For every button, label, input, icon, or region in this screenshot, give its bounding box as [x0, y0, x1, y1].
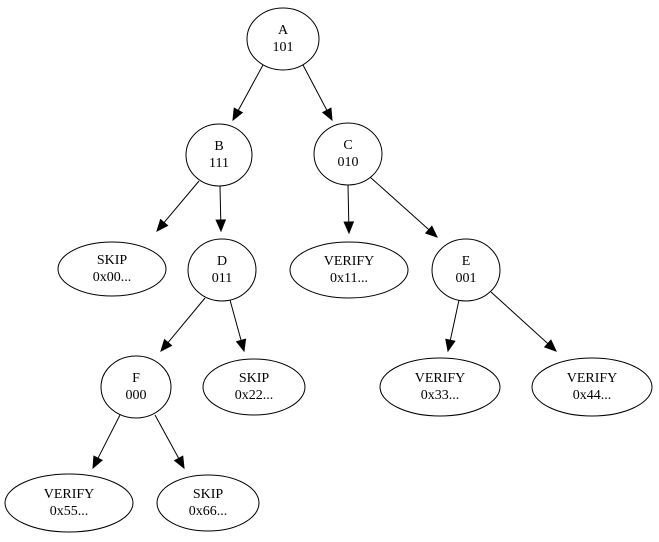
node-s2[interactable]: SKIP 0x22... [202, 358, 306, 416]
node-label-secondary: 101 [273, 40, 294, 55]
node-label-secondary: 0x44... [573, 388, 612, 403]
node-label-secondary: 0x55... [50, 504, 89, 519]
edge-e-to-v4 [490, 291, 557, 352]
node-v5[interactable]: VERIFY 0x55... [4, 473, 134, 533]
edge-b-to-d [215, 185, 227, 233]
edge-line [302, 64, 328, 111]
edge-b-to-s0 [156, 180, 200, 232]
node-label-secondary: 111 [209, 156, 229, 171]
node-label-secondary: 000 [126, 388, 147, 403]
edges-layer [92, 64, 557, 470]
node-label-primary: D [217, 254, 227, 269]
edge-d-to-s2 [229, 299, 247, 353]
edge-line [163, 180, 200, 223]
arrowhead-icon [445, 338, 456, 353]
node-label-secondary: 0x33... [421, 388, 460, 403]
edge-a-to-c [302, 64, 333, 122]
arrowhead-icon [156, 218, 169, 232]
node-v1[interactable]: VERIFY 0x11... [289, 241, 409, 299]
edge-d-to-f [160, 297, 206, 352]
node-label-primary: VERIFY [567, 371, 618, 386]
node-label-primary: A [278, 23, 289, 38]
edge-c-to-v1 [343, 184, 355, 235]
edge-line [369, 176, 430, 231]
edge-line [154, 414, 180, 459]
arrowhead-icon [232, 107, 244, 122]
arrowhead-icon [424, 225, 438, 238]
node-s0[interactable]: SKIP 0x00... [57, 241, 167, 297]
arrowhead-icon [321, 107, 333, 122]
edge-line [219, 185, 222, 221]
arrowhead-icon [235, 338, 247, 353]
arrowhead-icon [543, 339, 557, 352]
node-label-primary: VERIFY [324, 254, 375, 269]
node-shape-circle [313, 122, 383, 186]
node-s6[interactable]: SKIP 0x66... [156, 474, 260, 532]
node-label-secondary: 0x22... [235, 388, 274, 403]
node-label-secondary: 010 [338, 155, 359, 170]
node-label-primary: VERIFY [415, 371, 466, 386]
node-label-secondary: 0x11... [330, 271, 368, 286]
node-e[interactable]: E 001 [431, 238, 501, 302]
node-v3[interactable]: VERIFY 0x33... [379, 357, 501, 417]
edge-line [490, 291, 549, 344]
node-f[interactable]: F 000 [100, 355, 172, 419]
edge-f-to-v5 [92, 414, 121, 470]
edge-e-to-v3 [445, 299, 460, 353]
arrowhead-icon [173, 455, 185, 470]
edge-line [347, 184, 350, 223]
node-shape-ellipse [531, 357, 653, 417]
node-v4[interactable]: VERIFY 0x44... [531, 357, 653, 417]
node-label-primary: SKIP [239, 371, 270, 386]
node-b[interactable]: B 111 [185, 123, 253, 187]
node-label-primary: C [343, 138, 352, 153]
node-label-secondary: 0x00... [93, 270, 132, 285]
node-label-primary: B [214, 139, 223, 154]
node-shape-ellipse [57, 241, 167, 297]
node-a[interactable]: A 101 [246, 7, 320, 71]
nodes-layer: A101B111C010SKIP0x00...D011VERIFY0x11...… [4, 7, 653, 533]
node-label-primary: VERIFY [44, 487, 95, 502]
edge-line [449, 299, 460, 341]
node-shape-circle [246, 7, 320, 71]
node-label-secondary: 001 [456, 271, 477, 286]
node-label-primary: E [462, 254, 471, 269]
arrowhead-icon [215, 219, 227, 233]
node-label-secondary: 011 [212, 271, 232, 286]
node-shape-circle [431, 238, 501, 302]
node-shape-ellipse [289, 241, 409, 299]
node-shape-ellipse [4, 473, 134, 533]
edge-line [237, 64, 264, 111]
edge-c-to-e [369, 176, 438, 238]
node-shape-circle [187, 238, 257, 302]
node-label-secondary: 0x66... [189, 504, 228, 519]
node-c[interactable]: C 010 [313, 122, 383, 186]
node-shape-ellipse [202, 358, 306, 416]
node-shape-ellipse [379, 357, 501, 417]
node-label-primary: SKIP [97, 253, 128, 268]
edge-a-to-b [232, 64, 264, 122]
node-shape-circle [100, 355, 172, 419]
edge-line [97, 414, 121, 459]
node-d[interactable]: D 011 [187, 238, 257, 302]
node-shape-circle [185, 123, 253, 187]
edge-line [229, 299, 242, 341]
node-label-primary: SKIP [193, 487, 224, 502]
node-label-primary: F [132, 371, 140, 386]
arrowhead-icon [343, 221, 355, 235]
node-shape-ellipse [156, 474, 260, 532]
arrowhead-icon [160, 338, 173, 352]
arrowhead-icon [92, 455, 103, 470]
edge-line [167, 297, 206, 343]
edge-f-to-s6 [154, 414, 185, 470]
